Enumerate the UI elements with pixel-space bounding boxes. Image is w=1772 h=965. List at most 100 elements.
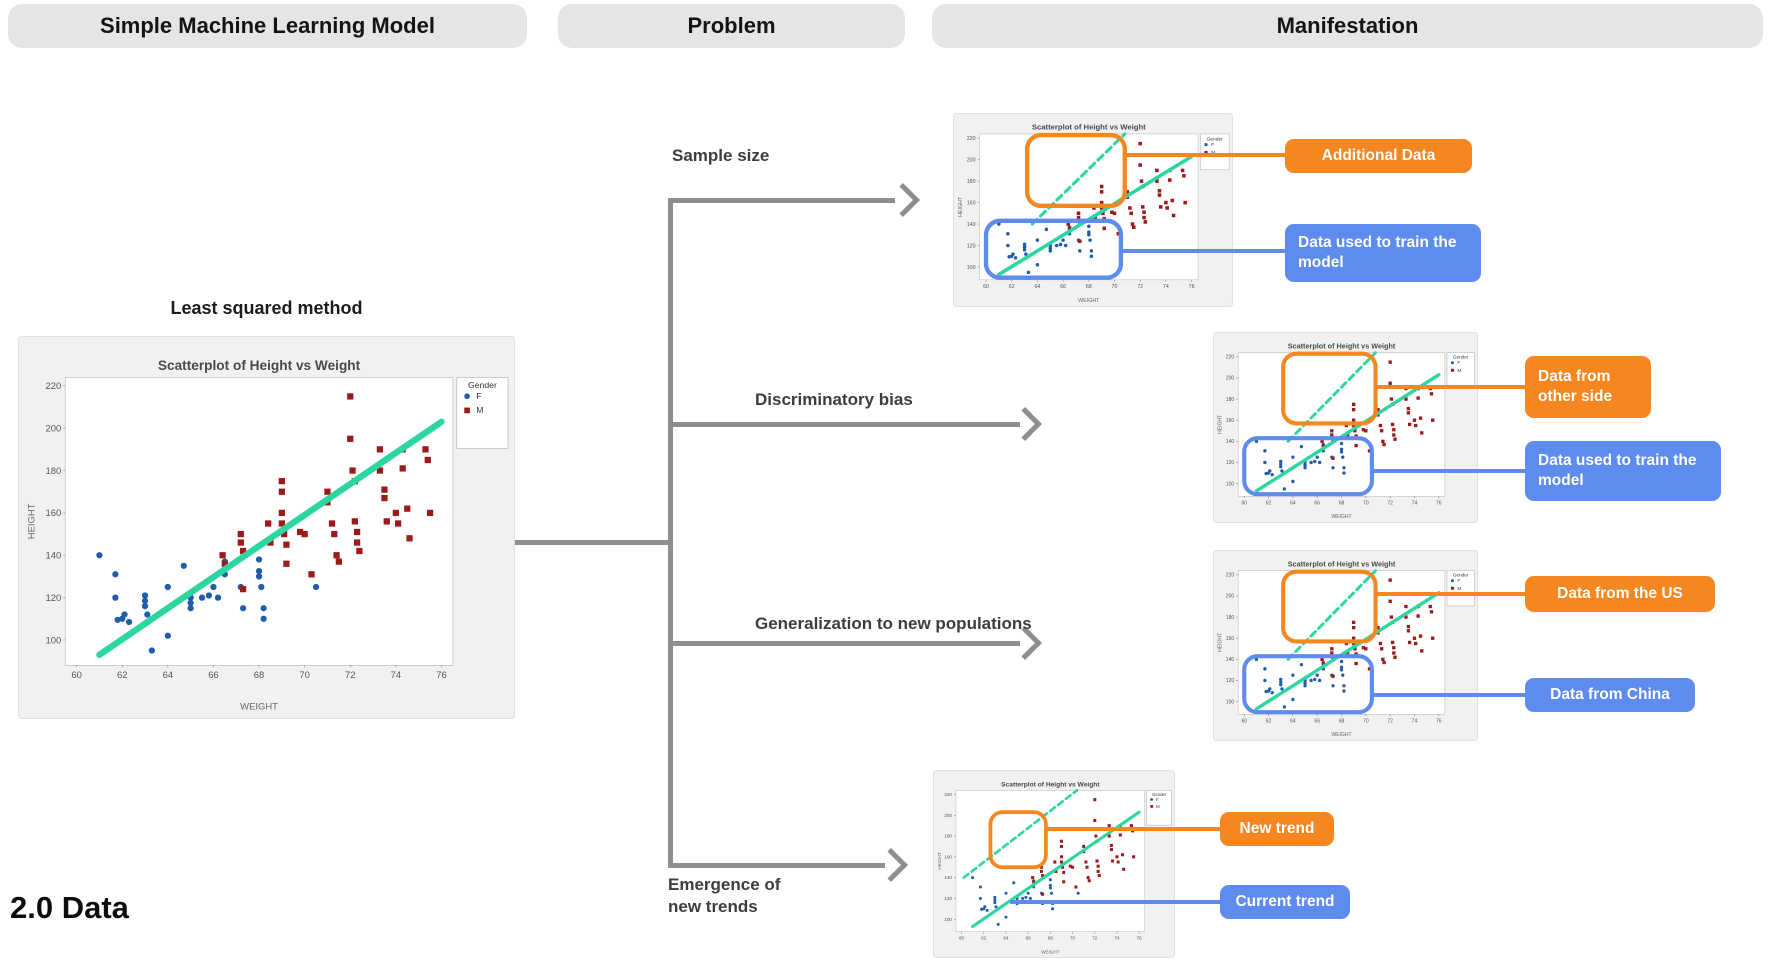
svg-text:64: 64: [1034, 284, 1040, 290]
svg-text:100: 100: [1226, 481, 1235, 487]
svg-text:100: 100: [944, 917, 952, 922]
svg-text:72: 72: [345, 670, 356, 681]
svg-text:220: 220: [944, 792, 952, 797]
svg-text:HEIGHT: HEIGHT: [1218, 633, 1224, 652]
svg-text:120: 120: [1226, 460, 1235, 466]
svg-text:160: 160: [1226, 636, 1235, 642]
svg-text:M: M: [1156, 804, 1160, 809]
svg-text:68: 68: [1048, 935, 1054, 940]
header-pill-manifestation: Manifestation: [932, 4, 1763, 48]
callout-data-used-to-train: Data used to train the model: [1525, 441, 1721, 501]
svg-text:Scatterplot of Height vs Weigh: Scatterplot of Height vs Weight: [1032, 123, 1146, 132]
svg-text:66: 66: [1060, 284, 1066, 290]
svg-text:64: 64: [163, 670, 174, 681]
svg-text:120: 120: [1226, 678, 1235, 684]
svg-text:200: 200: [1226, 594, 1235, 600]
svg-text:76: 76: [1137, 935, 1143, 940]
svg-text:HEIGHT: HEIGHT: [26, 503, 37, 539]
svg-text:62: 62: [981, 935, 987, 940]
svg-text:64: 64: [1003, 935, 1009, 940]
svg-text:WEIGHT: WEIGHT: [1078, 298, 1100, 304]
svg-text:62: 62: [1266, 500, 1272, 506]
svg-text:74: 74: [1412, 500, 1418, 506]
callout-new-trend: New trend: [1220, 812, 1334, 846]
svg-text:70: 70: [1363, 718, 1369, 724]
svg-text:74: 74: [1163, 284, 1169, 290]
svg-text:62: 62: [1009, 284, 1015, 290]
arrowhead-icon: [1008, 407, 1042, 441]
svg-text:64: 64: [1290, 500, 1296, 506]
header-pill-manifestation-label: Manifestation: [1276, 13, 1419, 38]
svg-text:WEIGHT: WEIGHT: [1331, 732, 1351, 738]
svg-text:160: 160: [944, 854, 952, 859]
flow-trunk-line: [668, 198, 673, 868]
svg-text:Scatterplot of Height vs Weigh: Scatterplot of Height vs Weight: [158, 358, 361, 373]
svg-text:200: 200: [967, 158, 976, 164]
svg-text:200: 200: [45, 423, 61, 434]
arrowhead-icon: [886, 183, 920, 217]
svg-text:120: 120: [944, 896, 952, 901]
connector-main-to-trunk: [515, 540, 671, 545]
arrowhead-icon: [874, 848, 908, 882]
svg-text:160: 160: [967, 200, 976, 206]
svg-text:120: 120: [967, 243, 976, 249]
svg-text:M: M: [1457, 368, 1461, 373]
svg-text:140: 140: [45, 551, 61, 562]
svg-text:WEIGHT: WEIGHT: [240, 701, 278, 712]
svg-text:120: 120: [45, 593, 61, 604]
arrow-line-generalization: [670, 641, 1020, 646]
svg-text:220: 220: [45, 381, 61, 392]
svg-text:180: 180: [967, 179, 976, 185]
svg-text:62: 62: [1266, 718, 1272, 724]
svg-text:70: 70: [1070, 935, 1076, 940]
callout-connector-blue: [1372, 469, 1525, 473]
svg-text:74: 74: [391, 670, 402, 681]
svg-text:F: F: [1457, 360, 1460, 365]
callout-data-from-the-us: Data from the US: [1525, 576, 1715, 612]
svg-text:60: 60: [1241, 500, 1247, 506]
svg-text:60: 60: [1241, 718, 1247, 724]
svg-text:M: M: [1457, 586, 1461, 591]
svg-text:60: 60: [959, 935, 965, 940]
svg-text:F: F: [1156, 797, 1159, 802]
svg-text:72: 72: [1092, 935, 1098, 940]
callout-current-trend: Current trend: [1220, 885, 1350, 919]
header-pill-problem-label: Problem: [687, 13, 776, 38]
arrow-line-sample-size: [670, 198, 895, 203]
callout-additional-data: Additional Data: [1285, 139, 1472, 173]
svg-text:Scatterplot of Height vs Weigh: Scatterplot of Height vs Weight: [1001, 782, 1100, 789]
svg-text:76: 76: [1436, 500, 1442, 506]
svg-text:72: 72: [1387, 500, 1393, 506]
svg-text:68: 68: [1339, 718, 1345, 724]
svg-text:68: 68: [1339, 500, 1345, 506]
svg-text:WEIGHT: WEIGHT: [1041, 949, 1060, 954]
svg-text:74: 74: [1412, 718, 1418, 724]
svg-text:100: 100: [967, 265, 976, 271]
svg-text:200: 200: [1226, 376, 1235, 382]
svg-text:180: 180: [45, 466, 61, 477]
problem-label-sample-size: Sample size: [672, 146, 770, 165]
svg-text:66: 66: [208, 670, 219, 681]
svg-text:70: 70: [299, 670, 310, 681]
svg-text:76: 76: [436, 670, 447, 681]
svg-text:F: F: [1457, 578, 1460, 583]
callout-connector-orange: [1375, 592, 1525, 596]
svg-text:64: 64: [1290, 718, 1296, 724]
svg-text:140: 140: [1226, 657, 1235, 663]
callout-connector-blue: [1010, 900, 1220, 904]
svg-text:Gender: Gender: [1207, 136, 1224, 142]
svg-text:72: 72: [1137, 284, 1143, 290]
svg-text:76: 76: [1436, 718, 1442, 724]
svg-text:160: 160: [45, 508, 61, 519]
svg-text:160: 160: [1226, 418, 1235, 424]
svg-text:200: 200: [944, 813, 952, 818]
svg-text:66: 66: [1314, 500, 1320, 506]
svg-text:HEIGHT: HEIGHT: [937, 852, 942, 869]
arrow-line-discriminatory-bias: [670, 422, 1020, 427]
arrow-line-new-trends: [670, 863, 885, 868]
